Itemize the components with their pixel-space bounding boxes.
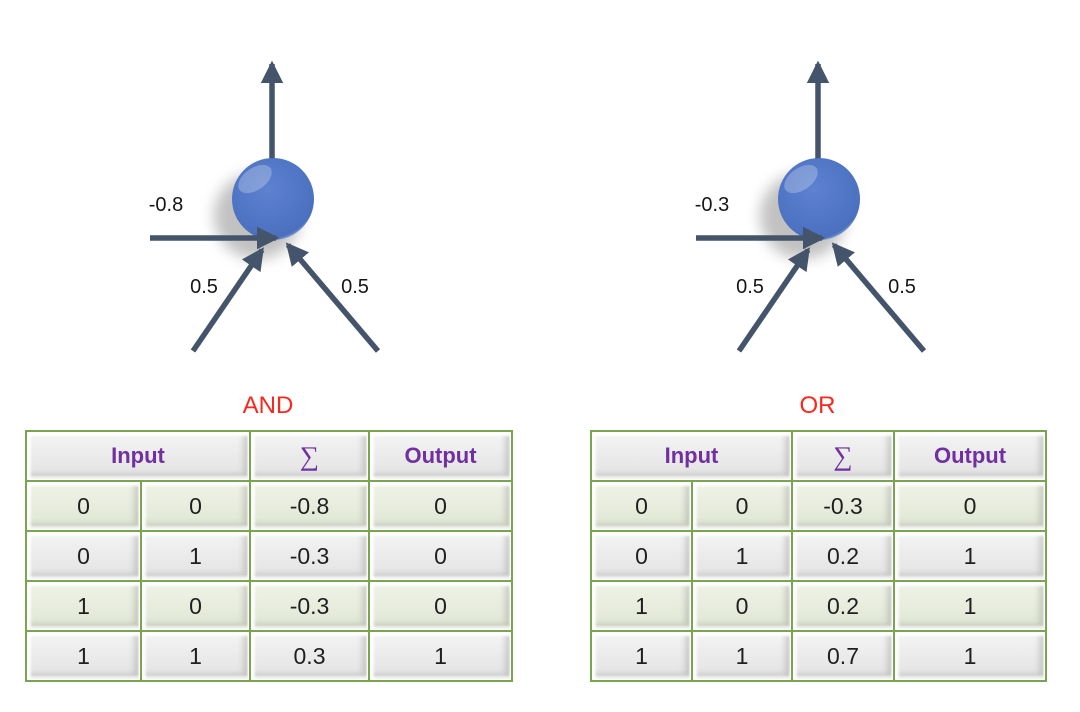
table-cell: 0 xyxy=(139,480,252,532)
table-cell: 1 xyxy=(139,630,252,682)
input-arrow-right xyxy=(831,242,927,353)
and-gate-title: AND xyxy=(242,392,294,419)
table-cell: 0 xyxy=(139,580,252,632)
table-cell: 0 xyxy=(893,480,1048,532)
input-header: Input xyxy=(24,430,252,482)
table-row: 1 1 0.7 1 xyxy=(590,630,1048,682)
table-cell: 0 xyxy=(25,480,142,532)
table-cell: 1 xyxy=(893,530,1048,582)
table-cell: 1 xyxy=(25,630,142,682)
or-gate-title: OR xyxy=(799,392,836,419)
sigma-symbol: ∑ xyxy=(252,433,368,479)
input-arrow-left xyxy=(736,247,811,353)
table-cell: 1 xyxy=(590,580,693,632)
table-cell: 0.7 xyxy=(791,630,896,682)
table-cell: -0.3 xyxy=(249,580,371,632)
neuron-gloss xyxy=(238,164,272,194)
and-truth-table: Input ∑ Output 0 0 -0.8 0 0 1 -0.3 0 1 xyxy=(24,430,514,682)
table-cell: 0 xyxy=(590,480,693,532)
table-cell: 0 xyxy=(590,530,693,582)
table-cell: 0 xyxy=(25,530,142,582)
table-cell: 0 xyxy=(690,480,794,532)
or-bias-label: -0.3 xyxy=(694,194,730,216)
neuron-diagrams xyxy=(150,60,927,353)
table-cell: 0 xyxy=(690,580,794,632)
table-row: 1 0 -0.3 0 xyxy=(25,580,514,632)
table-cell: 1 xyxy=(25,580,142,632)
output-header: Output xyxy=(368,430,514,482)
input-arrow-left xyxy=(190,247,265,353)
sum-header: ∑ xyxy=(791,430,896,482)
neuron-node xyxy=(232,158,314,240)
table-cell: 1 xyxy=(690,630,794,682)
table-cell: -0.8 xyxy=(249,480,371,532)
table-row: 1 0 0.2 1 xyxy=(590,580,1048,632)
sigma-symbol: ∑ xyxy=(794,433,893,479)
table-cell: 1 xyxy=(893,630,1048,682)
table-row: 0 1 -0.3 0 xyxy=(25,530,514,582)
and-weight-left-label: 0.5 xyxy=(190,276,218,298)
neuron-node xyxy=(778,158,860,240)
table-cell: 1 xyxy=(893,580,1048,632)
output-header: Output xyxy=(893,430,1048,482)
and-neuron xyxy=(150,60,381,353)
table-cell: 0.2 xyxy=(791,530,896,582)
or-neuron xyxy=(696,60,927,353)
table-row: 0 0 -0.8 0 xyxy=(25,480,514,532)
and-weight-right-label: 0.5 xyxy=(341,276,369,298)
table-cell: 0 xyxy=(368,530,514,582)
or-truth-table: Input ∑ Output 0 0 -0.3 0 0 1 0.2 1 1 xyxy=(589,430,1048,682)
table-cell: 0.2 xyxy=(791,580,896,632)
table-cell: 0 xyxy=(368,580,514,632)
table-cell: 1 xyxy=(590,630,693,682)
input-arrow-right xyxy=(285,242,381,353)
table-row: 1 1 0.3 1 xyxy=(25,630,514,682)
table-cell: 0.3 xyxy=(249,630,371,682)
or-weight-left-label: 0.5 xyxy=(736,276,764,298)
and-bias-label: -0.8 xyxy=(148,194,184,216)
table-cell: 1 xyxy=(368,630,514,682)
table-cell: -0.3 xyxy=(249,530,371,582)
table-cell: 0 xyxy=(368,480,514,532)
neuron-gloss xyxy=(784,164,818,194)
table-row: 0 1 0.2 1 xyxy=(590,530,1048,582)
table-cell: -0.3 xyxy=(791,480,896,532)
table-cell: 1 xyxy=(139,530,252,582)
table-row: 0 0 -0.3 0 xyxy=(590,480,1048,532)
table-cell: 1 xyxy=(690,530,794,582)
input-header: Input xyxy=(589,430,794,482)
table-header-row: Input ∑ Output xyxy=(589,430,1048,482)
sum-header: ∑ xyxy=(249,430,371,482)
table-header-row: Input ∑ Output xyxy=(24,430,514,482)
or-weight-right-label: 0.5 xyxy=(888,276,916,298)
